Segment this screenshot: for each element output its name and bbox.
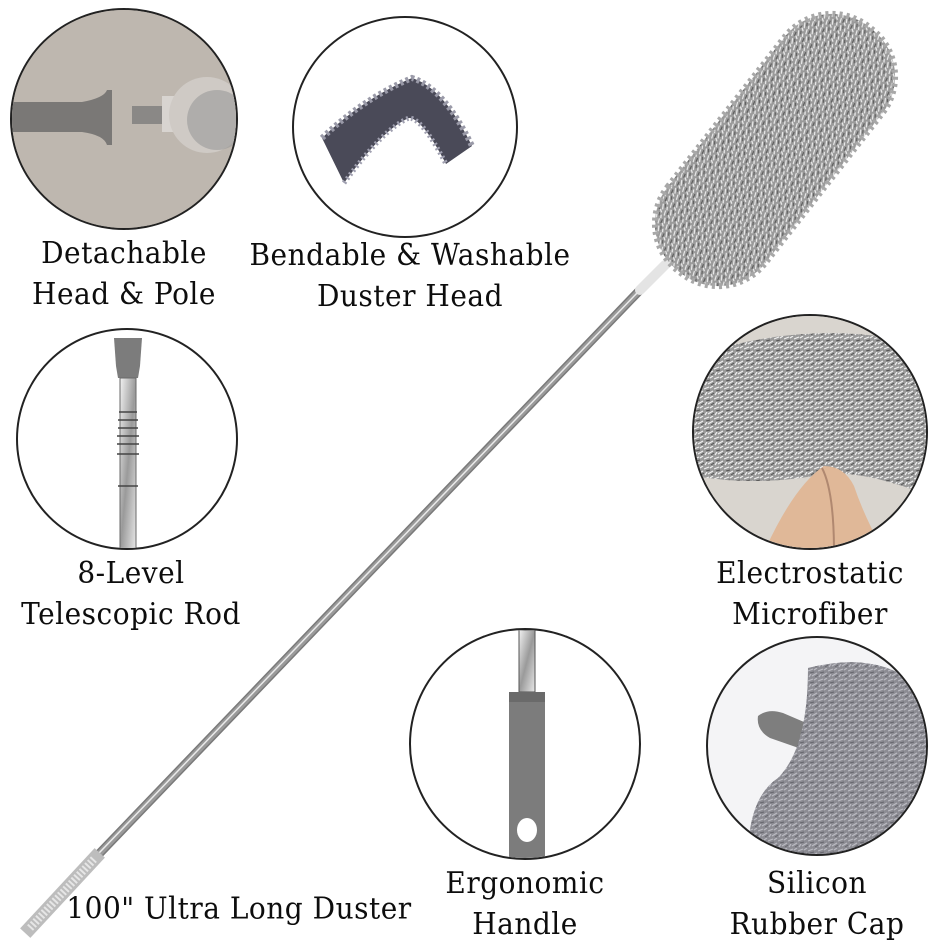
feature-telescopic-caption: 8-Level Telescopic Rod [8, 553, 254, 635]
feature-bendable-caption: Bendable & Washable Duster Head [240, 235, 580, 317]
feature-line2: Telescopic Rod [21, 596, 241, 632]
bent-duster-head-icon [319, 74, 475, 185]
feature-detachable-caption: Detachable Head & Pole [10, 233, 238, 315]
feature-line1: Electrostatic [716, 555, 904, 591]
feature-line1: Silicon [766, 865, 868, 901]
telescopic-rod-icon [114, 338, 142, 548]
feature-line2: Duster Head [316, 278, 504, 314]
feature-silicon-image [706, 636, 928, 856]
feature-bendable-image [292, 16, 518, 238]
feature-electrostatic-image [692, 314, 928, 550]
main-caption-text: 100" Ultra Long Duster [66, 890, 412, 927]
main-caption: 100" Ultra Long Duster [64, 888, 414, 929]
feature-ergonomic-caption: Ergonomic Handle [410, 863, 640, 945]
feature-electrostatic-caption: Electrostatic Microfiber [690, 553, 930, 635]
feature-line1: 8-Level [77, 555, 185, 591]
feature-line2: Microfiber [732, 596, 888, 632]
feature-silicon-caption: Silicon Rubber Cap [700, 863, 934, 945]
feature-line1: Detachable [41, 235, 207, 271]
feature-line2: Handle [472, 906, 578, 942]
feature-line2: Head & Pole [32, 276, 216, 312]
microfiber-hand-icon [694, 316, 926, 548]
rubber-cap-icon [748, 662, 926, 854]
feature-line1: Bendable & Washable [249, 237, 571, 273]
feature-line1: Ergonomic [445, 865, 605, 901]
feature-telescopic-image [16, 328, 238, 550]
ergonomic-handle-icon [509, 630, 545, 858]
detachable-pole-icon [12, 10, 236, 228]
feature-line2: Rubber Cap [729, 906, 905, 942]
feature-ergonomic-image [409, 628, 641, 860]
feature-detachable-image [10, 8, 238, 230]
